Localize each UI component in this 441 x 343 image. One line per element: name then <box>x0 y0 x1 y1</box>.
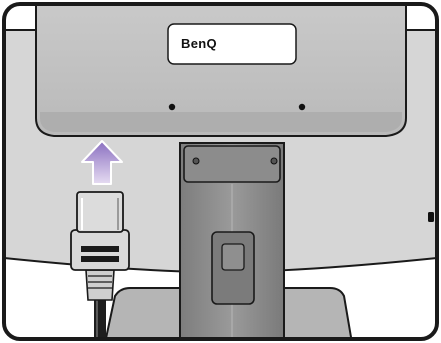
brand-logo: BenQ <box>181 36 217 51</box>
plug-strain-relief <box>86 270 114 300</box>
hinge-screw-right <box>271 158 277 164</box>
screw-hole-left <box>169 104 175 110</box>
stand-hinge <box>184 146 280 182</box>
rear-panel-shadow <box>40 112 402 132</box>
cable-clip-slot <box>222 244 244 270</box>
plug-head <box>77 192 123 232</box>
hinge-screw-left <box>193 158 199 164</box>
screw-hole-right <box>299 104 305 110</box>
side-slot <box>428 212 434 222</box>
